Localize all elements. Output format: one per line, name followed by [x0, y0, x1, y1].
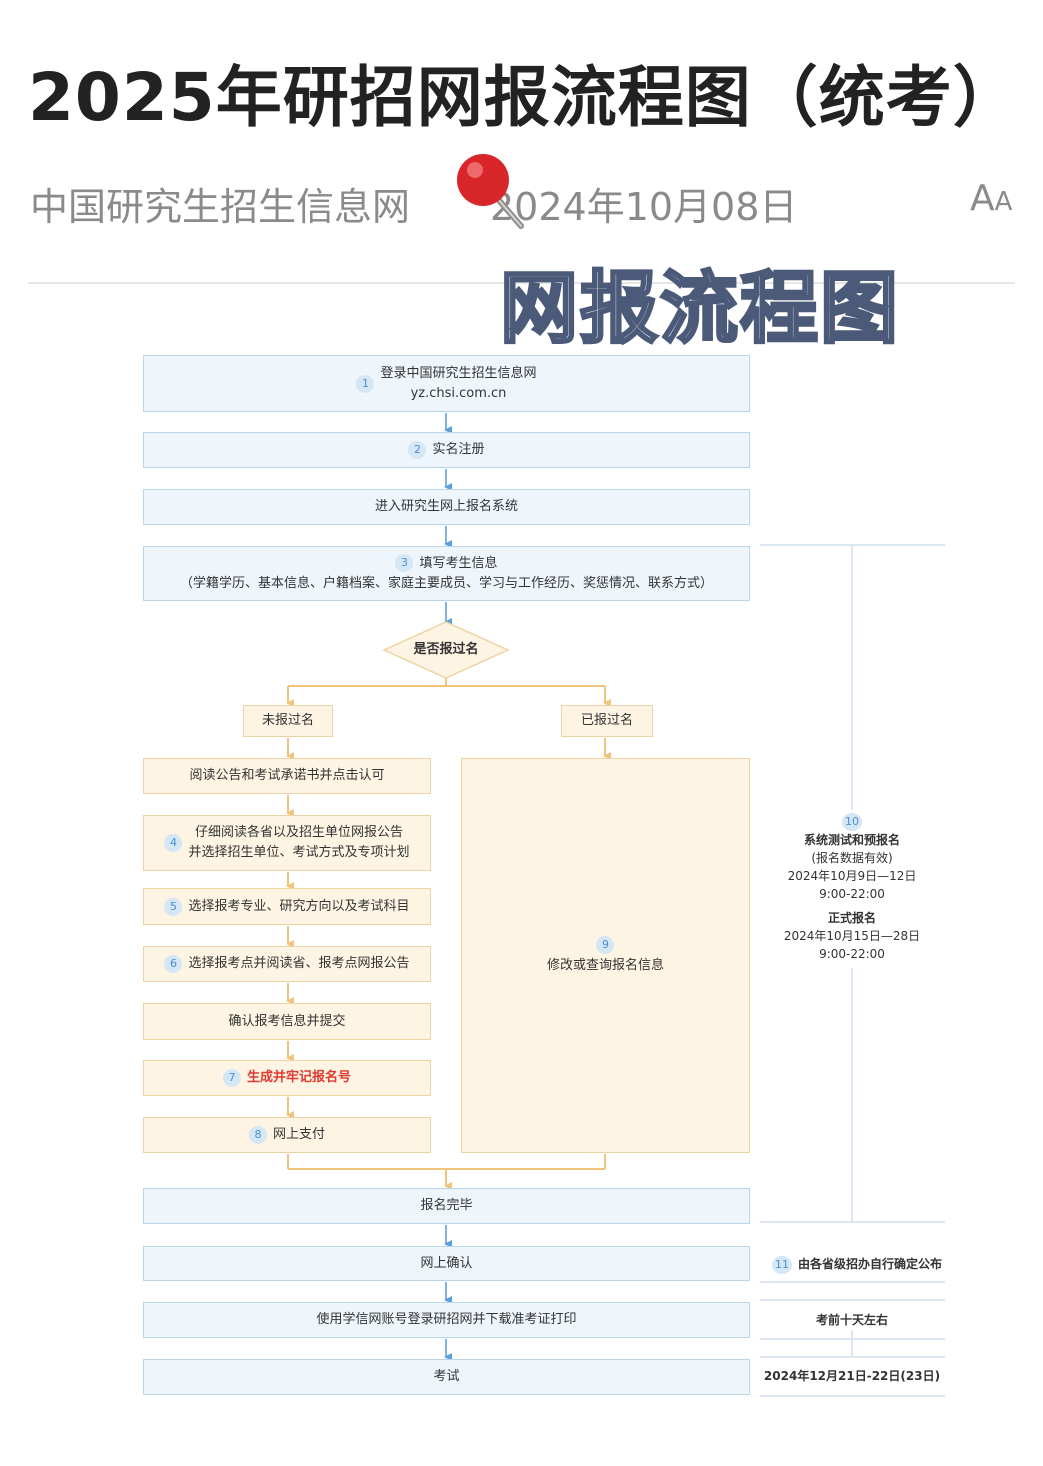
not-registered: 未报过名 [243, 705, 333, 737]
step-number: 6 [164, 955, 183, 973]
step-number: 2 [408, 441, 427, 459]
step-number: 3 [395, 554, 414, 572]
font-size-button[interactable]: AA [970, 178, 1013, 219]
step-number: 5 [164, 897, 183, 916]
pushpin-icon [457, 154, 524, 229]
article-title: 2025年研招网报流程图（统考） [28, 59, 1020, 136]
exam-date: 2024年12月21日-22日(23日) [763, 1369, 941, 1383]
step-number: 4 [164, 834, 183, 852]
read-notice: 阅读公告和考试承诺书并点击认可 [143, 758, 431, 794]
ticket-print-time: 考前十天左右 [815, 1313, 888, 1327]
exam: 考试 [143, 1359, 750, 1395]
step-number: 10 [842, 812, 862, 831]
online-confirmation: 网上确认 [143, 1246, 750, 1281]
step-1-url[interactable]: yz.chsi.com.cn [410, 385, 507, 401]
step-4-select-unit: 4 仔细阅读各省以及招生单位网报公告并选择招生单位、考试方式及专项计划 [143, 815, 431, 871]
step-number: 8 [248, 1126, 267, 1144]
already-registered: 已报过名 [561, 705, 653, 737]
step-number: 1 [356, 374, 375, 393]
decision-diamond [382, 621, 510, 679]
article-source[interactable]: 中国研究生招生信息网 [30, 185, 411, 229]
header-divider [28, 282, 1015, 284]
step-10-schedule: 10 系统测试和预报名 (报名数据有效) 2024年10月9日—12日 9:00… [783, 812, 921, 961]
decision-label: 是否报过名 [413, 642, 479, 657]
step-1-login: 1 登录中国研究生招生信息网 yz.chsi.com.cn [143, 355, 750, 412]
enter-system: 进入研究生网上报名系统 [143, 489, 750, 525]
print-admission-ticket: 使用学信网账号登录研招网并下载准考证打印 [143, 1302, 750, 1338]
step-number: 7 [222, 1069, 241, 1087]
step-number: 9 [596, 936, 615, 954]
registration-complete: 报名完毕 [143, 1188, 750, 1224]
confirm-submit: 确认报考信息并提交 [143, 1003, 431, 1040]
article-date: 2024年10月08日 [490, 185, 798, 229]
watermark-stamp: 网报流程图 [498, 263, 901, 356]
step-1-title: 登录中国研究生招生信息网 [380, 365, 537, 381]
step-number: 11 [772, 1255, 792, 1274]
